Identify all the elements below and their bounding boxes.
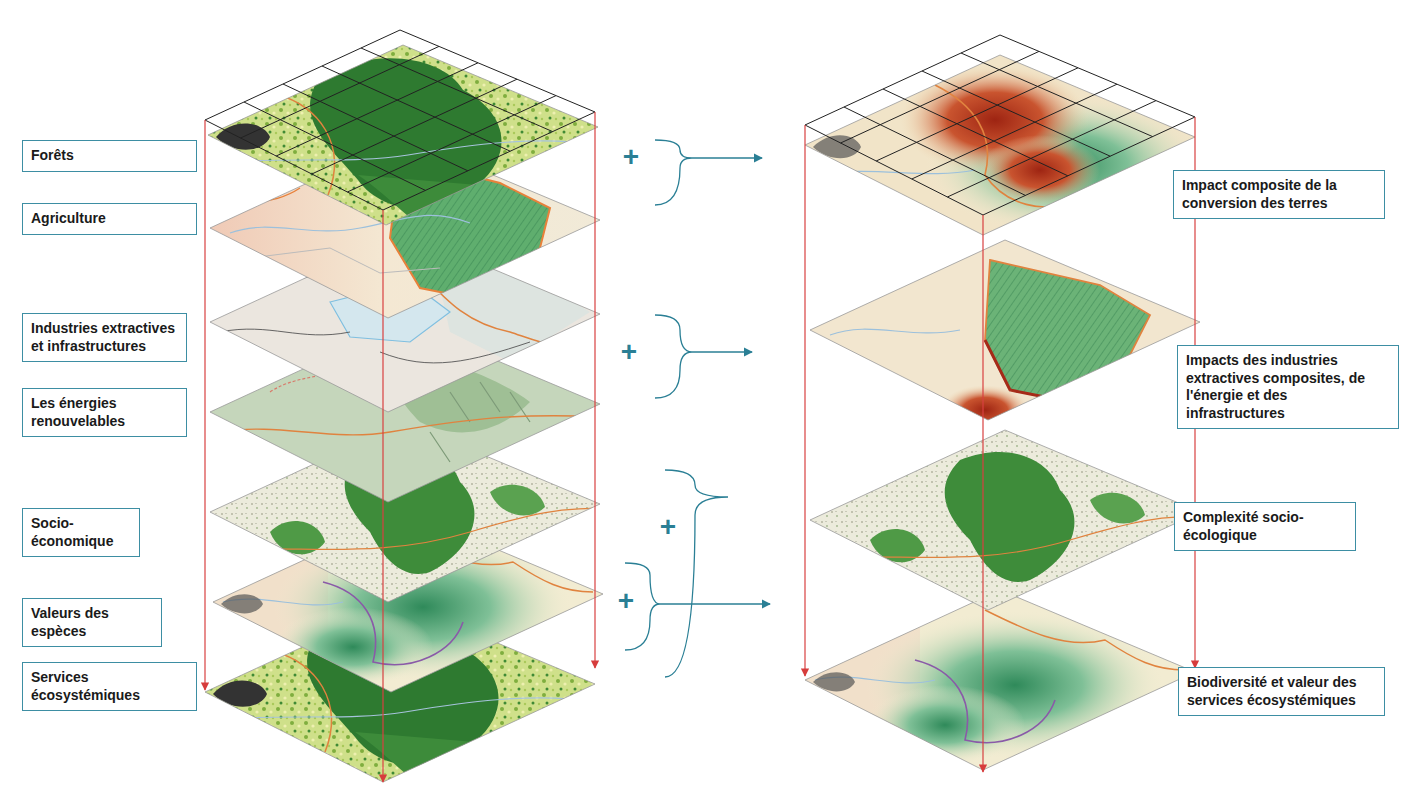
layer-label-box: Biodiversité et valeur des services écos… <box>1178 667 1385 716</box>
plus-sign: + <box>618 587 634 615</box>
layer-label-box: Socio-économique <box>22 508 140 557</box>
layer-label-box: Forêts <box>22 140 197 172</box>
layer-label: Agriculture <box>31 210 188 228</box>
layer-label-box: Complexité socio-écologique <box>1174 502 1356 551</box>
layer-label-box: Impacts des industries extractives compo… <box>1177 345 1399 429</box>
layer-label: Biodiversité et valeur des services écos… <box>1187 674 1376 709</box>
plus-sign: + <box>623 143 639 171</box>
layer-label-box: Agriculture <box>22 203 197 235</box>
layer-label: Industries extractives et infrastructure… <box>31 320 178 355</box>
layer-label-box: Les énergies renouvelables <box>22 388 187 437</box>
layer-label: Valeurs des espèces <box>31 605 153 640</box>
plus-sign: + <box>621 338 637 366</box>
layer-label: Complexité socio-écologique <box>1183 509 1347 544</box>
layer-label: Impact composite de la conversion des te… <box>1182 177 1376 212</box>
layer-label-box: Services écosystémiques <box>22 662 197 711</box>
layer-label-box: Valeurs des espèces <box>22 598 162 647</box>
layer-label-box: Industries extractives et infrastructure… <box>22 313 187 362</box>
layer-label: Impacts des industries extractives compo… <box>1186 352 1390 422</box>
layer-label-box: Impact composite de la conversion des te… <box>1173 170 1385 219</box>
plus-sign: + <box>660 513 676 541</box>
layer-label: Socio-économique <box>31 515 131 550</box>
layer-label: Forêts <box>31 147 188 165</box>
layer-label: Services écosystémiques <box>31 669 188 704</box>
layer-label: Les énergies renouvelables <box>31 395 178 430</box>
